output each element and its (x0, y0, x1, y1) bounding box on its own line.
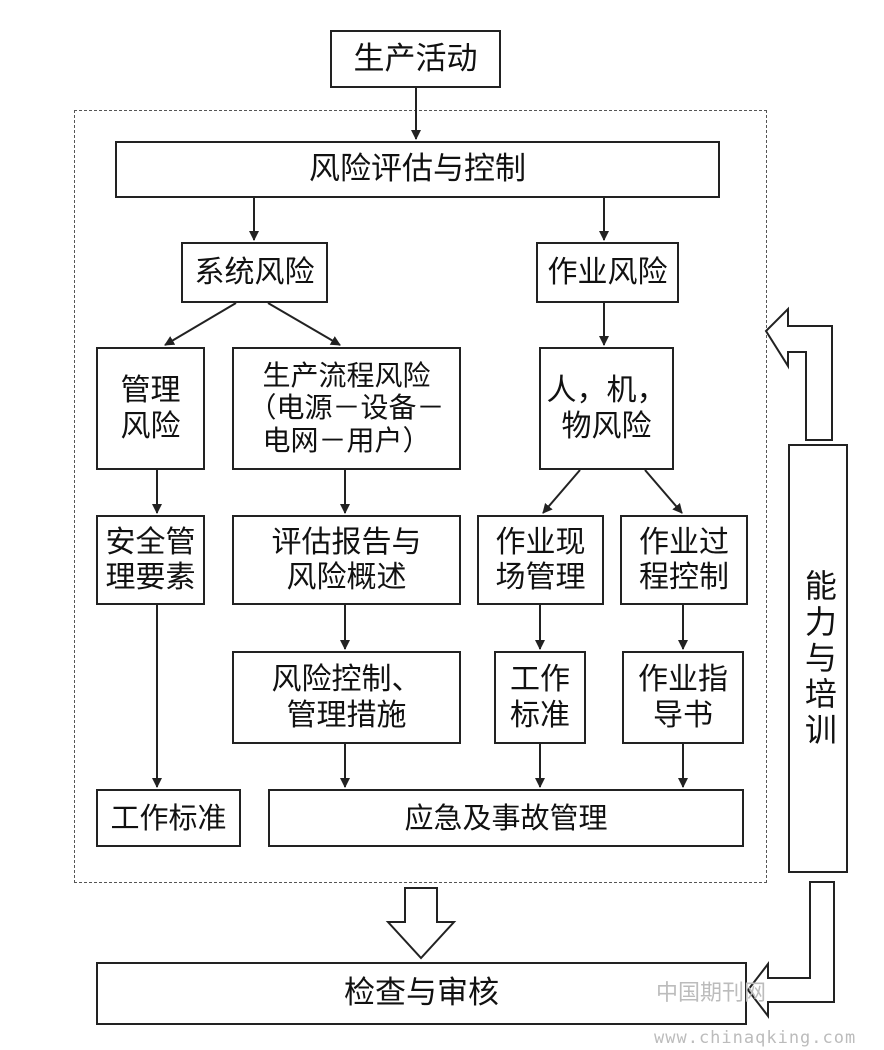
arrow-system-to-process (267, 302, 341, 346)
node-system-risk-label: 系统风险 (194, 254, 315, 290)
node-hmo-risk-line2: 物风险 (561, 408, 652, 444)
node-process-risk: 生产流程风险 （电源－设备－ 电网－用户） (232, 347, 461, 470)
arrow-hmo-to-process-ctrl (644, 469, 683, 514)
watermark-url: www.chinaqking.com (654, 1028, 856, 1048)
node-eval-report: 评估报告与 风险概述 (232, 515, 461, 605)
node-work-risk-label: 作业风险 (547, 254, 668, 290)
node-work-std-left-label: 工作标准 (110, 800, 227, 835)
node-mgmt-risk-line2: 风险 (120, 408, 181, 444)
node-mgmt-risk: 管理 风险 (96, 347, 205, 470)
training-up-arrow (764, 306, 833, 441)
node-training: 能力与培训 (788, 444, 848, 873)
watermark-cn: 中国期刊网 (656, 975, 766, 1007)
node-process-risk-line2: （电源－设备－ (248, 391, 445, 425)
node-process-ctrl: 作业过 程控制 (620, 515, 748, 605)
node-site-mgmt: 作业现 场管理 (477, 515, 604, 605)
big-down-arrow (385, 887, 457, 960)
node-work-std-left: 工作标准 (96, 789, 241, 847)
node-site-mgmt-line2: 场管理 (495, 560, 586, 595)
node-process-ctrl-line2: 程控制 (639, 560, 729, 595)
node-system-risk: 系统风险 (181, 242, 328, 303)
node-work-std-mid-line1: 工作 (510, 662, 570, 698)
node-risk-eval-label: 风险评估与控制 (309, 151, 526, 188)
node-work-std-mid: 工作 标准 (494, 651, 586, 744)
node-safety-mgmt: 安全管 理要素 (96, 515, 205, 605)
node-mgmt-risk-line1: 管理 (120, 373, 181, 409)
node-audit-label: 检查与审核 (344, 975, 499, 1012)
node-work-risk: 作业风险 (536, 242, 679, 303)
node-risk-eval: 风险评估与控制 (115, 141, 720, 198)
node-emergency-label: 应急及事故管理 (404, 800, 608, 835)
node-guide-book-line1: 作业指 (638, 662, 728, 698)
watermark-cn-text: 中国期刊网 (656, 981, 767, 1006)
node-guide-book: 作业指 导书 (622, 651, 744, 744)
node-risk-ctrl-line2: 管理措施 (286, 697, 407, 733)
arrow-hmo-to-site (542, 469, 581, 514)
watermark-url-text: www.chinaqking.com (654, 1028, 857, 1048)
node-site-mgmt-line1: 作业现 (495, 524, 586, 560)
node-training-label: 能力与培训 (799, 568, 838, 749)
node-production-label: 生产活动 (353, 40, 478, 77)
node-eval-report-line1: 评估报告与 (271, 524, 422, 560)
node-emergency: 应急及事故管理 (268, 789, 744, 847)
node-risk-ctrl: 风险控制、 管理措施 (232, 651, 461, 744)
node-safety-mgmt-line1: 安全管 (105, 524, 196, 560)
node-work-std-mid-line2: 标准 (510, 697, 570, 733)
node-production: 生产活动 (330, 30, 501, 88)
risk-boundary (74, 110, 767, 883)
node-audit: 检查与审核 (96, 962, 747, 1025)
node-safety-mgmt-line2: 理要素 (105, 560, 196, 595)
node-hmo-risk: 人，机， 物风险 (539, 347, 674, 470)
node-process-risk-line3: 电网－用户） (262, 423, 431, 457)
node-guide-book-line2: 导书 (653, 697, 713, 733)
node-process-ctrl-line1: 作业过 (639, 524, 729, 560)
node-eval-report-line2: 风险概述 (286, 560, 407, 595)
node-hmo-risk-line1: 人，机， (546, 373, 667, 409)
training-down-arrow (746, 881, 835, 1019)
node-process-risk-line1: 生产流程风险 (262, 359, 431, 393)
arrow-system-to-mgmt (164, 302, 237, 346)
node-risk-ctrl-line1: 风险控制、 (271, 662, 422, 698)
